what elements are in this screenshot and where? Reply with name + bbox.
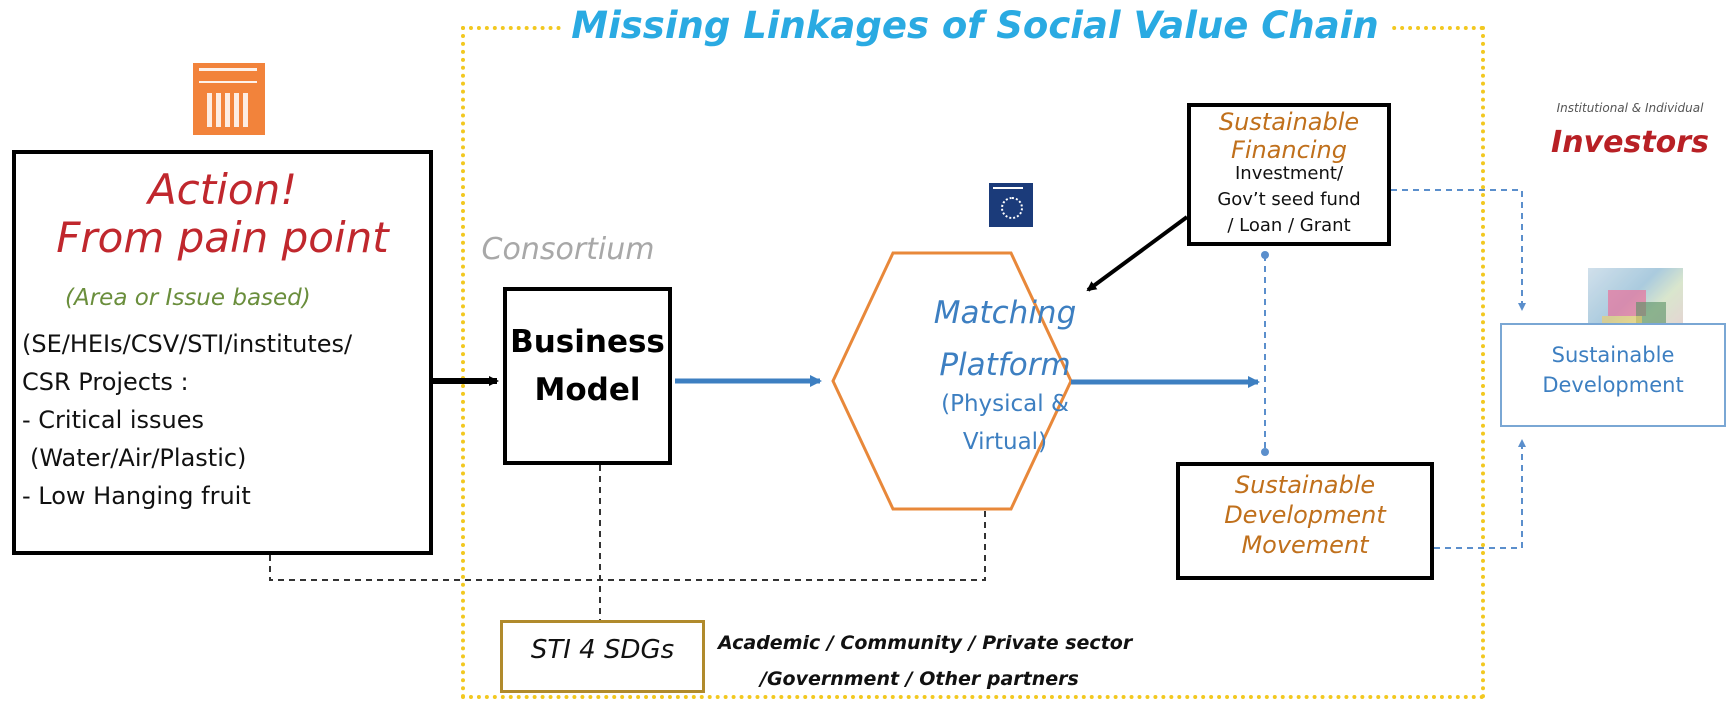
investors-subtitle: Institutional & Individual [1556, 101, 1704, 115]
action-details: (SE/HEIs/CSV/STI/institutes/ CSR Project… [22, 330, 353, 510]
business-model-label: Business Model [510, 324, 665, 408]
sdg-11-icon [193, 63, 265, 135]
sd-movement-label: Sustainable Development Movement [1224, 471, 1386, 559]
business-model-box [503, 287, 672, 465]
dashed-financing-to-sd [1391, 189, 1526, 311]
action-title: Action! From pain point [56, 165, 389, 263]
arrow-financing-to-platform [1086, 215, 1189, 292]
matching-platform-label: Matching Platform [933, 295, 1077, 383]
matching-platform-hexagon [831, 251, 1073, 511]
partners-text: Academic / Community / Private sector /G… [718, 632, 1133, 690]
diagram-title: Missing Linkages of Social Value Chain [470, 4, 1480, 47]
dashed-bottom-loop [269, 510, 986, 581]
sustainable-development-label: Sustainable Development [1542, 343, 1684, 397]
sd-movement-box [1176, 462, 1434, 580]
sustainable-development-box [1500, 323, 1726, 427]
investors-title: Investors [1551, 125, 1709, 160]
sustainable-financing-details: Investment/ Gov’t seed fund / Loan / Gra… [1217, 163, 1361, 236]
matching-platform-sub: (Physical & Virtual) [941, 391, 1069, 455]
action-box [12, 150, 433, 555]
sdg-17-icon [989, 183, 1033, 227]
consortium-label: Consortium [481, 232, 655, 267]
action-subtitle: (Area or Issue based) [65, 285, 311, 311]
sustainable-financing-title: Sustainable Financing [1218, 108, 1360, 164]
sustainable-financing-box [1187, 103, 1391, 246]
sti-box [500, 620, 705, 693]
dashed-movement-to-sd [1434, 439, 1526, 549]
sti-label: STI 4 SDGs [530, 635, 675, 665]
